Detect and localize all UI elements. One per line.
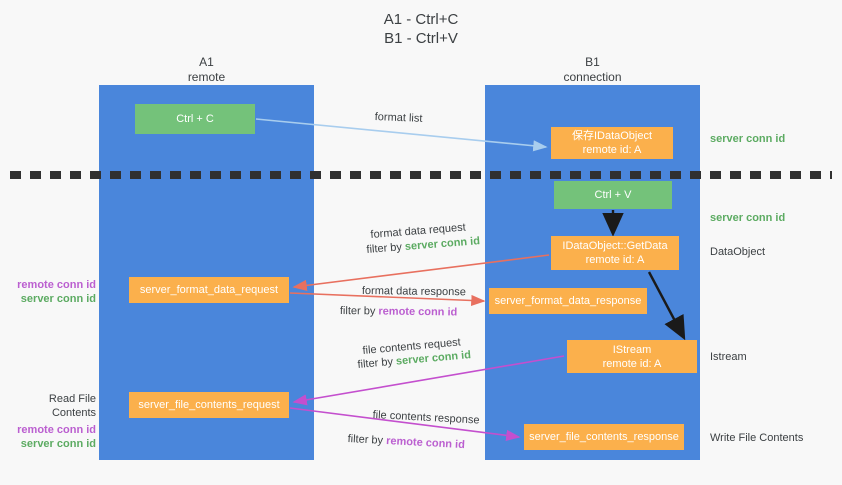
box-ctrl-v: Ctrl + V [554,181,672,209]
box-idataobject-getdata: IDataObject::GetData remote id: A [551,236,679,270]
filter-prefix: filter by [347,432,387,447]
filter-prefix: filter by [366,240,406,256]
label-remote-conn-id-bottom: remote conn id [17,424,96,436]
page-title: A1 - Ctrl+C B1 - Ctrl+V [383,11,459,47]
filter-key-remote-conn-id: remote conn id [378,305,458,319]
label-dataobject: DataObject [710,246,766,258]
box-server-file-contents-request: server_file_contents_request [129,392,289,418]
edge-label-file-contents-response-filter: filter by remote conn id [347,432,465,453]
label-remote-conn-id-top: remote conn id [17,279,96,291]
label-server-conn-id-top: server conn id [710,133,786,145]
box-idataobject: 保存IDataObject remote id: A [551,127,673,159]
edge-label-file-contents-response: file contents response [372,408,480,427]
label-server-conn-id-left-top: server conn id [20,293,96,305]
edge-label-format-list: format list [374,110,423,125]
label-left-conn-ids-top: remote conn id server conn id [10,278,96,306]
column-header-a1: A1 remote [187,55,226,84]
filter-prefix: filter by [357,355,397,371]
label-istream: Istream [710,351,747,363]
box-istream: IStream remote id: A [567,340,697,373]
edge-label-format-data-response: format data response [361,284,466,299]
label-write-file-contents: Write File Contents [710,432,804,444]
box-server-format-data-response: server_format_data_response [489,288,647,314]
label-left-read-file-contents-group: Read File Contents remote conn id server… [8,392,96,451]
box-server-format-data-request: server_format_data_request [129,277,289,303]
box-ctrl-c: Ctrl + C [135,104,255,134]
filter-prefix: filter by [339,304,379,318]
box-server-file-contents-response: server_file_contents_response [524,424,684,450]
label-server-conn-id-left-bottom: server conn id [20,438,96,450]
edge-label-format-data-response-filter: filter by remote conn id [340,304,458,320]
label-server-conn-id-second: server conn id [710,212,786,224]
filter-key-remote-conn-id: remote conn id [385,435,466,452]
column-header-b1: B1 connection [563,55,622,84]
label-read-file-contents: Read File Contents [48,393,96,419]
